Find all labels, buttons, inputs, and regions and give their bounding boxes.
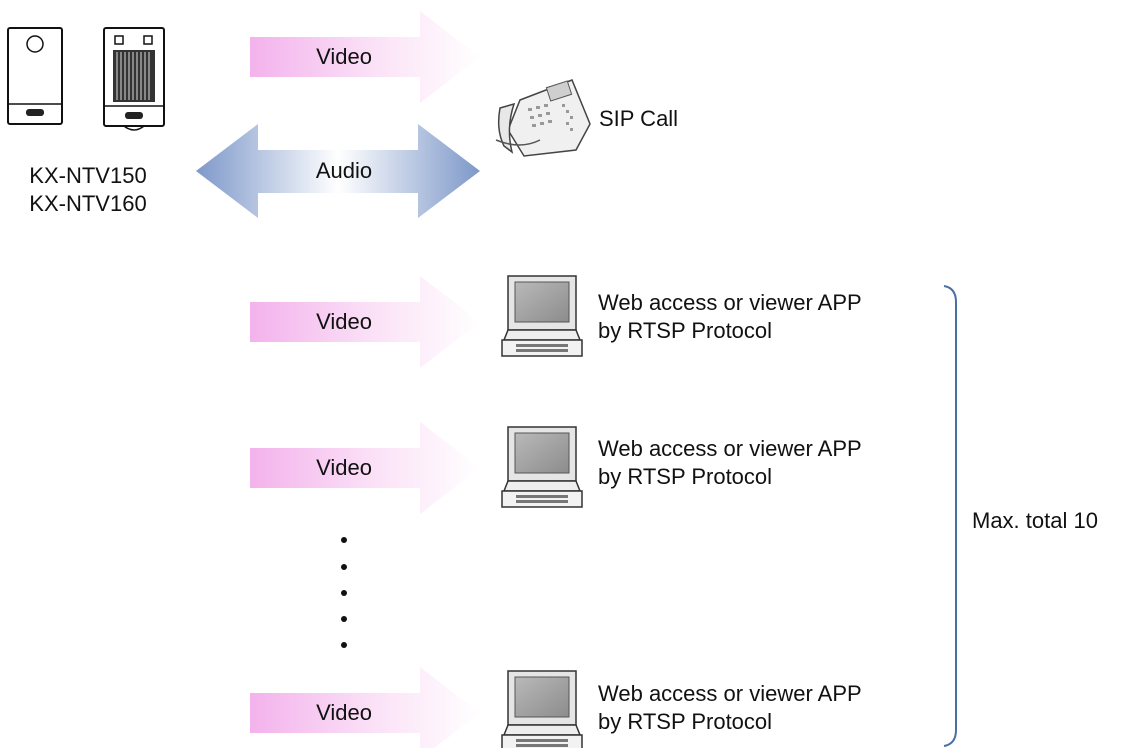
- video-arrow-3: [250, 667, 480, 748]
- pc-icon-1: [501, 275, 583, 357]
- sip-call-label: SIP Call: [599, 106, 679, 131]
- audio-double-arrow: [196, 124, 480, 218]
- arrow-label-video-2: Video: [316, 455, 372, 480]
- arrow-label-video-top: Video: [316, 44, 372, 69]
- model-label-ntv150: KX-NTV150: [29, 163, 147, 188]
- arrow-label-audio: Audio: [315, 158, 373, 183]
- pc-label-1-line1: Web access or viewer APP: [598, 290, 862, 315]
- pc-label-1-line2: by RTSP Protocol: [598, 318, 773, 343]
- doorphone-ntv160-icon: [103, 27, 165, 131]
- doorphone-ntv150-icon: [7, 27, 63, 125]
- video-arrow-top: [250, 11, 480, 103]
- pc-label-3-line2: by RTSP Protocol: [598, 709, 773, 734]
- pc-icon-3: [501, 670, 583, 748]
- arrow-label-video-3: Video: [316, 700, 372, 725]
- ellipsis-dot: [341, 564, 347, 570]
- pc-label-2-line2: by RTSP Protocol: [598, 464, 773, 489]
- pc-label-3-line1: Web access or viewer APP: [598, 681, 862, 706]
- video-arrow-1: [250, 276, 480, 368]
- pc-label-2-line1: Web access or viewer APP: [598, 436, 862, 461]
- ellipsis-dot: [341, 537, 347, 543]
- model-label-ntv160: KX-NTV160: [29, 191, 147, 216]
- ellipsis-dot: [341, 616, 347, 622]
- arrow-label-video-1: Video: [316, 309, 372, 334]
- pc-icon-2: [501, 426, 583, 508]
- sip-phone-icon: [495, 79, 591, 157]
- max-total-bracket: [943, 285, 957, 747]
- video-arrow-2: [250, 422, 480, 514]
- ellipsis-dot: [341, 590, 347, 596]
- ellipsis-dot: [341, 642, 347, 648]
- max-total-label: Max. total 10: [972, 508, 1098, 533]
